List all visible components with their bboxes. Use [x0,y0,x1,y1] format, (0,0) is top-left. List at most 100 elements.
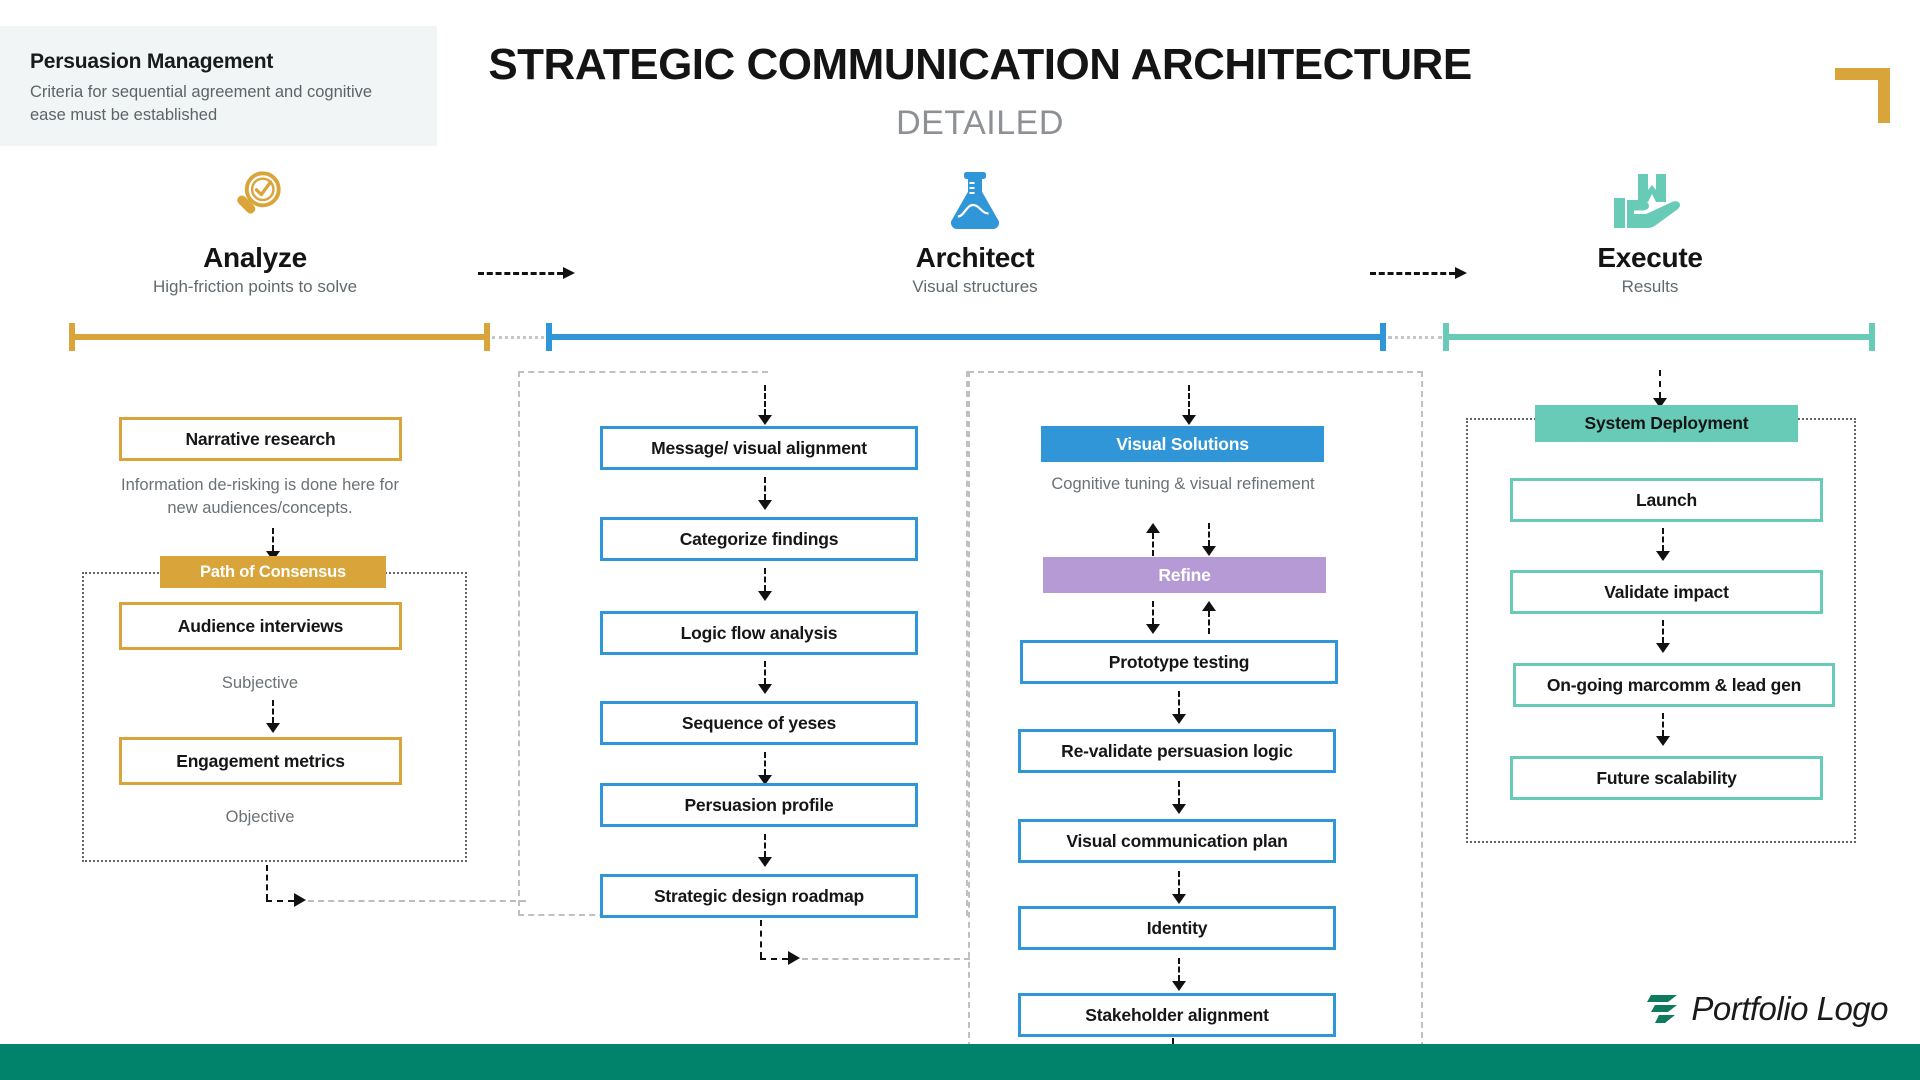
arrow-shaft [272,528,274,551]
process-box-launch[interactable]: Launch [1510,478,1823,522]
arrow-head [758,415,772,425]
arrow-ex-1 [1656,528,1670,561]
swoosh-bars-icon [1647,995,1678,1023]
arrow-shaft [1662,620,1664,643]
note-information-derisking: Information de-risking is done here for … [121,476,399,517]
process-box-strategic-design-roadmap[interactable]: Strategic design roadmap [600,874,918,918]
group-header-visual-solutions[interactable]: Visual Solutions [1041,426,1324,462]
arrow-shaft [764,752,766,775]
arrow-into-system-deployment [1653,370,1667,408]
logo-text: Portfolio Logo [1691,990,1888,1027]
timeline-bar [1443,334,1875,340]
arrow-head [1172,981,1186,991]
arrow-shaft [764,661,766,684]
process-box-persuasion-profile[interactable]: Persuasion profile [600,783,918,827]
arrow-head [294,893,306,907]
process-box-stakeholder-alignment[interactable]: Stakeholder alignment [1018,993,1336,1037]
page-title: STRATEGIC COMMUNICATION ARCHITECTURE [488,40,1472,89]
dash-line [1370,272,1455,275]
process-box-audience-interviews[interactable]: Audience interviews [119,602,402,650]
arrow-head [1455,267,1467,279]
arrow-shaft [764,834,766,857]
arrow-shaft [1178,781,1180,804]
group-header-system-deployment[interactable]: System Deployment [1535,405,1798,442]
timeline-bar [546,334,1386,340]
phase-connector-arrow-2 [1370,267,1468,279]
process-box-future-scalability[interactable]: Future scalability [1510,756,1823,800]
phase-header-architect: Architect Visual structures [830,168,1120,297]
arrow-head [1656,736,1670,746]
process-box-engagement-metrics[interactable]: Engagement metrics [119,737,402,785]
flow-out-architect-left [760,920,970,965]
group-header-path-of-consensus[interactable]: Path of Consensus [160,556,386,588]
process-box-visual-communication-plan[interactable]: Visual communication plan [1018,819,1336,863]
arrow-vs-1 [1172,691,1186,724]
process-box-re-validate-persuasion-logic[interactable]: Re-validate persuasion logic [1018,729,1336,773]
process-box-identity[interactable]: Identity [1018,906,1336,950]
process-box-prototype-testing[interactable]: Prototype testing [1020,640,1338,684]
arrow-vs-2 [1172,781,1186,814]
arrow-head [758,591,772,601]
loop-box-refine[interactable]: Refine [1043,557,1326,593]
timeline-cap-right [484,323,490,351]
arrow-shaft [1662,528,1664,551]
arrow-shaft [1208,523,1210,546]
timeline-segment-analyze [69,323,490,351]
corner-bracket-icon [1835,68,1890,123]
phase-connector-arrow-1 [478,267,576,279]
process-box-ongoing-marcomm-lead-gen[interactable]: On-going marcomm & lead gen [1513,663,1835,707]
phase-name: Analyze [203,242,307,273]
arrow-shaft [1152,533,1154,556]
phase-sub: Visual structures [912,277,1038,296]
phase-name: Execute [1597,242,1703,273]
timeline-segment-execute [1443,323,1875,351]
arrow-shaft [1662,713,1664,736]
process-box-validate-impact[interactable]: Validate impact [1510,570,1823,614]
arrow-shaft [1152,601,1154,624]
timeline-segment-architect [546,323,1386,351]
process-box-sequence-of-yeses[interactable]: Sequence of yeses [600,701,918,745]
process-box-message-visual-alignment[interactable]: Message/ visual alignment [600,426,918,470]
arrow-head [788,951,800,965]
process-box-narrative-research[interactable]: Narrative research [119,417,402,461]
timeline-cap-left [546,323,552,351]
arrow-shaft [1178,691,1180,714]
arrow-audience-to-engagement [266,700,280,733]
timeline-cap-right [1869,323,1875,351]
arrow-head [1172,894,1186,904]
portfolio-logo: Portfolio Logo [1647,990,1888,1028]
arrow-head [1656,643,1670,653]
timeline-gap-1 [492,336,544,339]
footer-bar [0,1044,1920,1080]
phase-header-analyze: Analyze High-friction points to solve [110,168,400,297]
arrow-head [758,500,772,510]
callout-body: Criteria for sequential agreement and co… [30,83,373,125]
arrow-shaft [1208,611,1210,634]
arrow-down-visual-to-refine [1202,523,1216,556]
architect-left-group-container-right [760,371,968,916]
arrow-shaft [1178,958,1180,981]
timeline-cap-left [1443,323,1449,351]
arrow-down-refine-to-prototype [1146,601,1160,634]
arrow-shaft [1178,871,1180,894]
note-cognitive-tuning: Cognitive tuning & visual refinement [1051,475,1315,493]
arrow-head [758,775,772,785]
arrow-into-visual-solutions [1182,385,1196,425]
phase-name: Architect [915,242,1035,273]
arrow-vs-4 [1172,958,1186,991]
arrow-up-refine-to-visual [1146,523,1160,556]
note-subjective: Subjective [221,674,299,692]
arrow-shaft [764,385,766,415]
arrow-shaft [1659,370,1661,398]
arrow-head [266,723,280,733]
process-box-logic-flow-analysis[interactable]: Logic flow analysis [600,611,918,655]
timeline-cap-right [1380,323,1386,351]
arrow-shaft [764,568,766,591]
process-box-categorize-findings[interactable]: Categorize findings [600,517,918,561]
arrow-ex-2 [1656,620,1670,653]
elbow-tail [802,958,970,960]
arrow-head [1146,624,1160,634]
arrow-shaft [1188,385,1190,415]
arrow-head [563,267,575,279]
